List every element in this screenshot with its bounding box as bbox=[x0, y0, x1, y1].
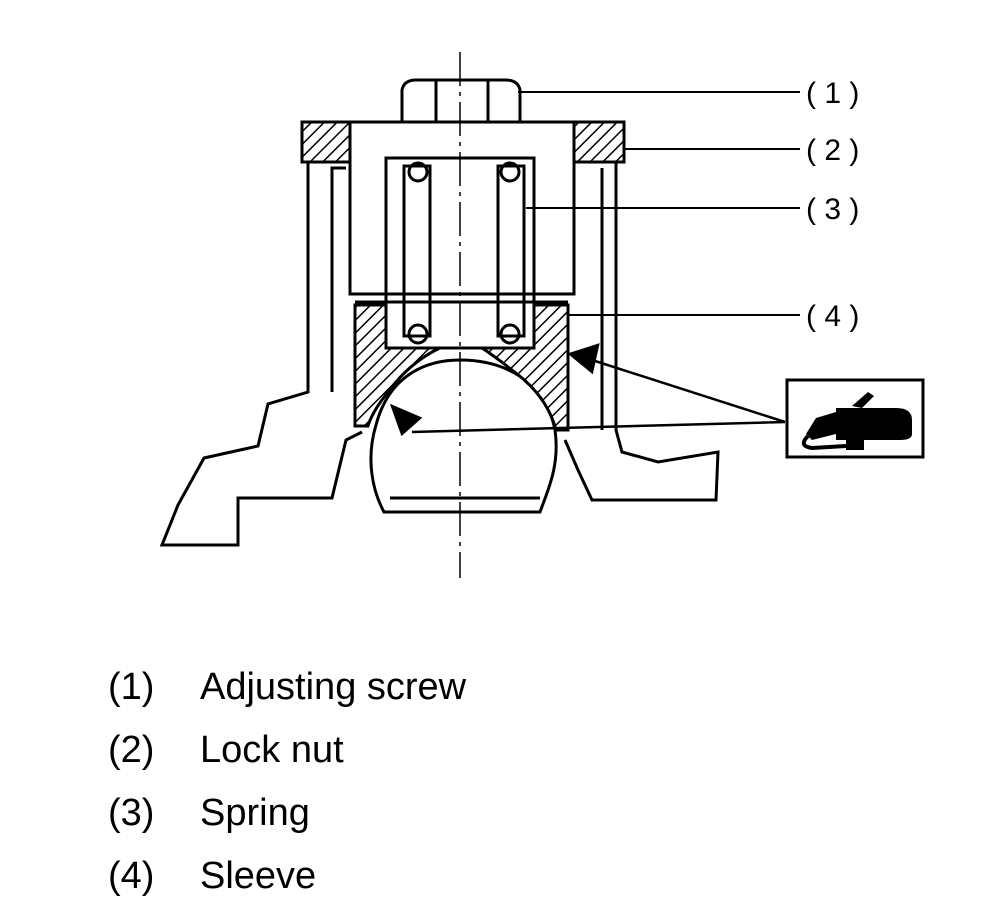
legend-item: (4) Sleeve bbox=[108, 849, 466, 912]
sleeve bbox=[353, 303, 570, 432]
parts-legend: (1) Adjusting screw (2) Lock nut (3) Spring… bbox=[108, 660, 466, 912]
legend-item: (1) Adjusting screw bbox=[108, 660, 466, 723]
legend-label: Lock nut bbox=[200, 729, 344, 771]
legend-label: Sleeve bbox=[200, 855, 317, 897]
legend-label: Spring bbox=[200, 792, 310, 834]
legend-label: Adjusting screw bbox=[200, 666, 467, 708]
legend-item: (2) Lock nut bbox=[108, 723, 466, 786]
callout-3: ( 3 ) bbox=[806, 193, 859, 226]
legend-item: (3) Spring bbox=[108, 786, 466, 849]
grease-gun-icon bbox=[785, 378, 925, 459]
legend-number: (1) bbox=[108, 666, 155, 708]
legend-number: (3) bbox=[108, 792, 155, 834]
legend-number: (2) bbox=[108, 729, 155, 771]
callout-4: ( 4 ) bbox=[806, 300, 859, 333]
leader-lines bbox=[518, 91, 800, 316]
callout-2: ( 2 ) bbox=[806, 134, 859, 167]
adjusting-screw bbox=[348, 78, 576, 304]
legend-number: (4) bbox=[108, 855, 155, 897]
callout-1: ( 1 ) bbox=[806, 77, 859, 110]
housing bbox=[159, 160, 720, 547]
grease-arrows bbox=[389, 343, 786, 437]
